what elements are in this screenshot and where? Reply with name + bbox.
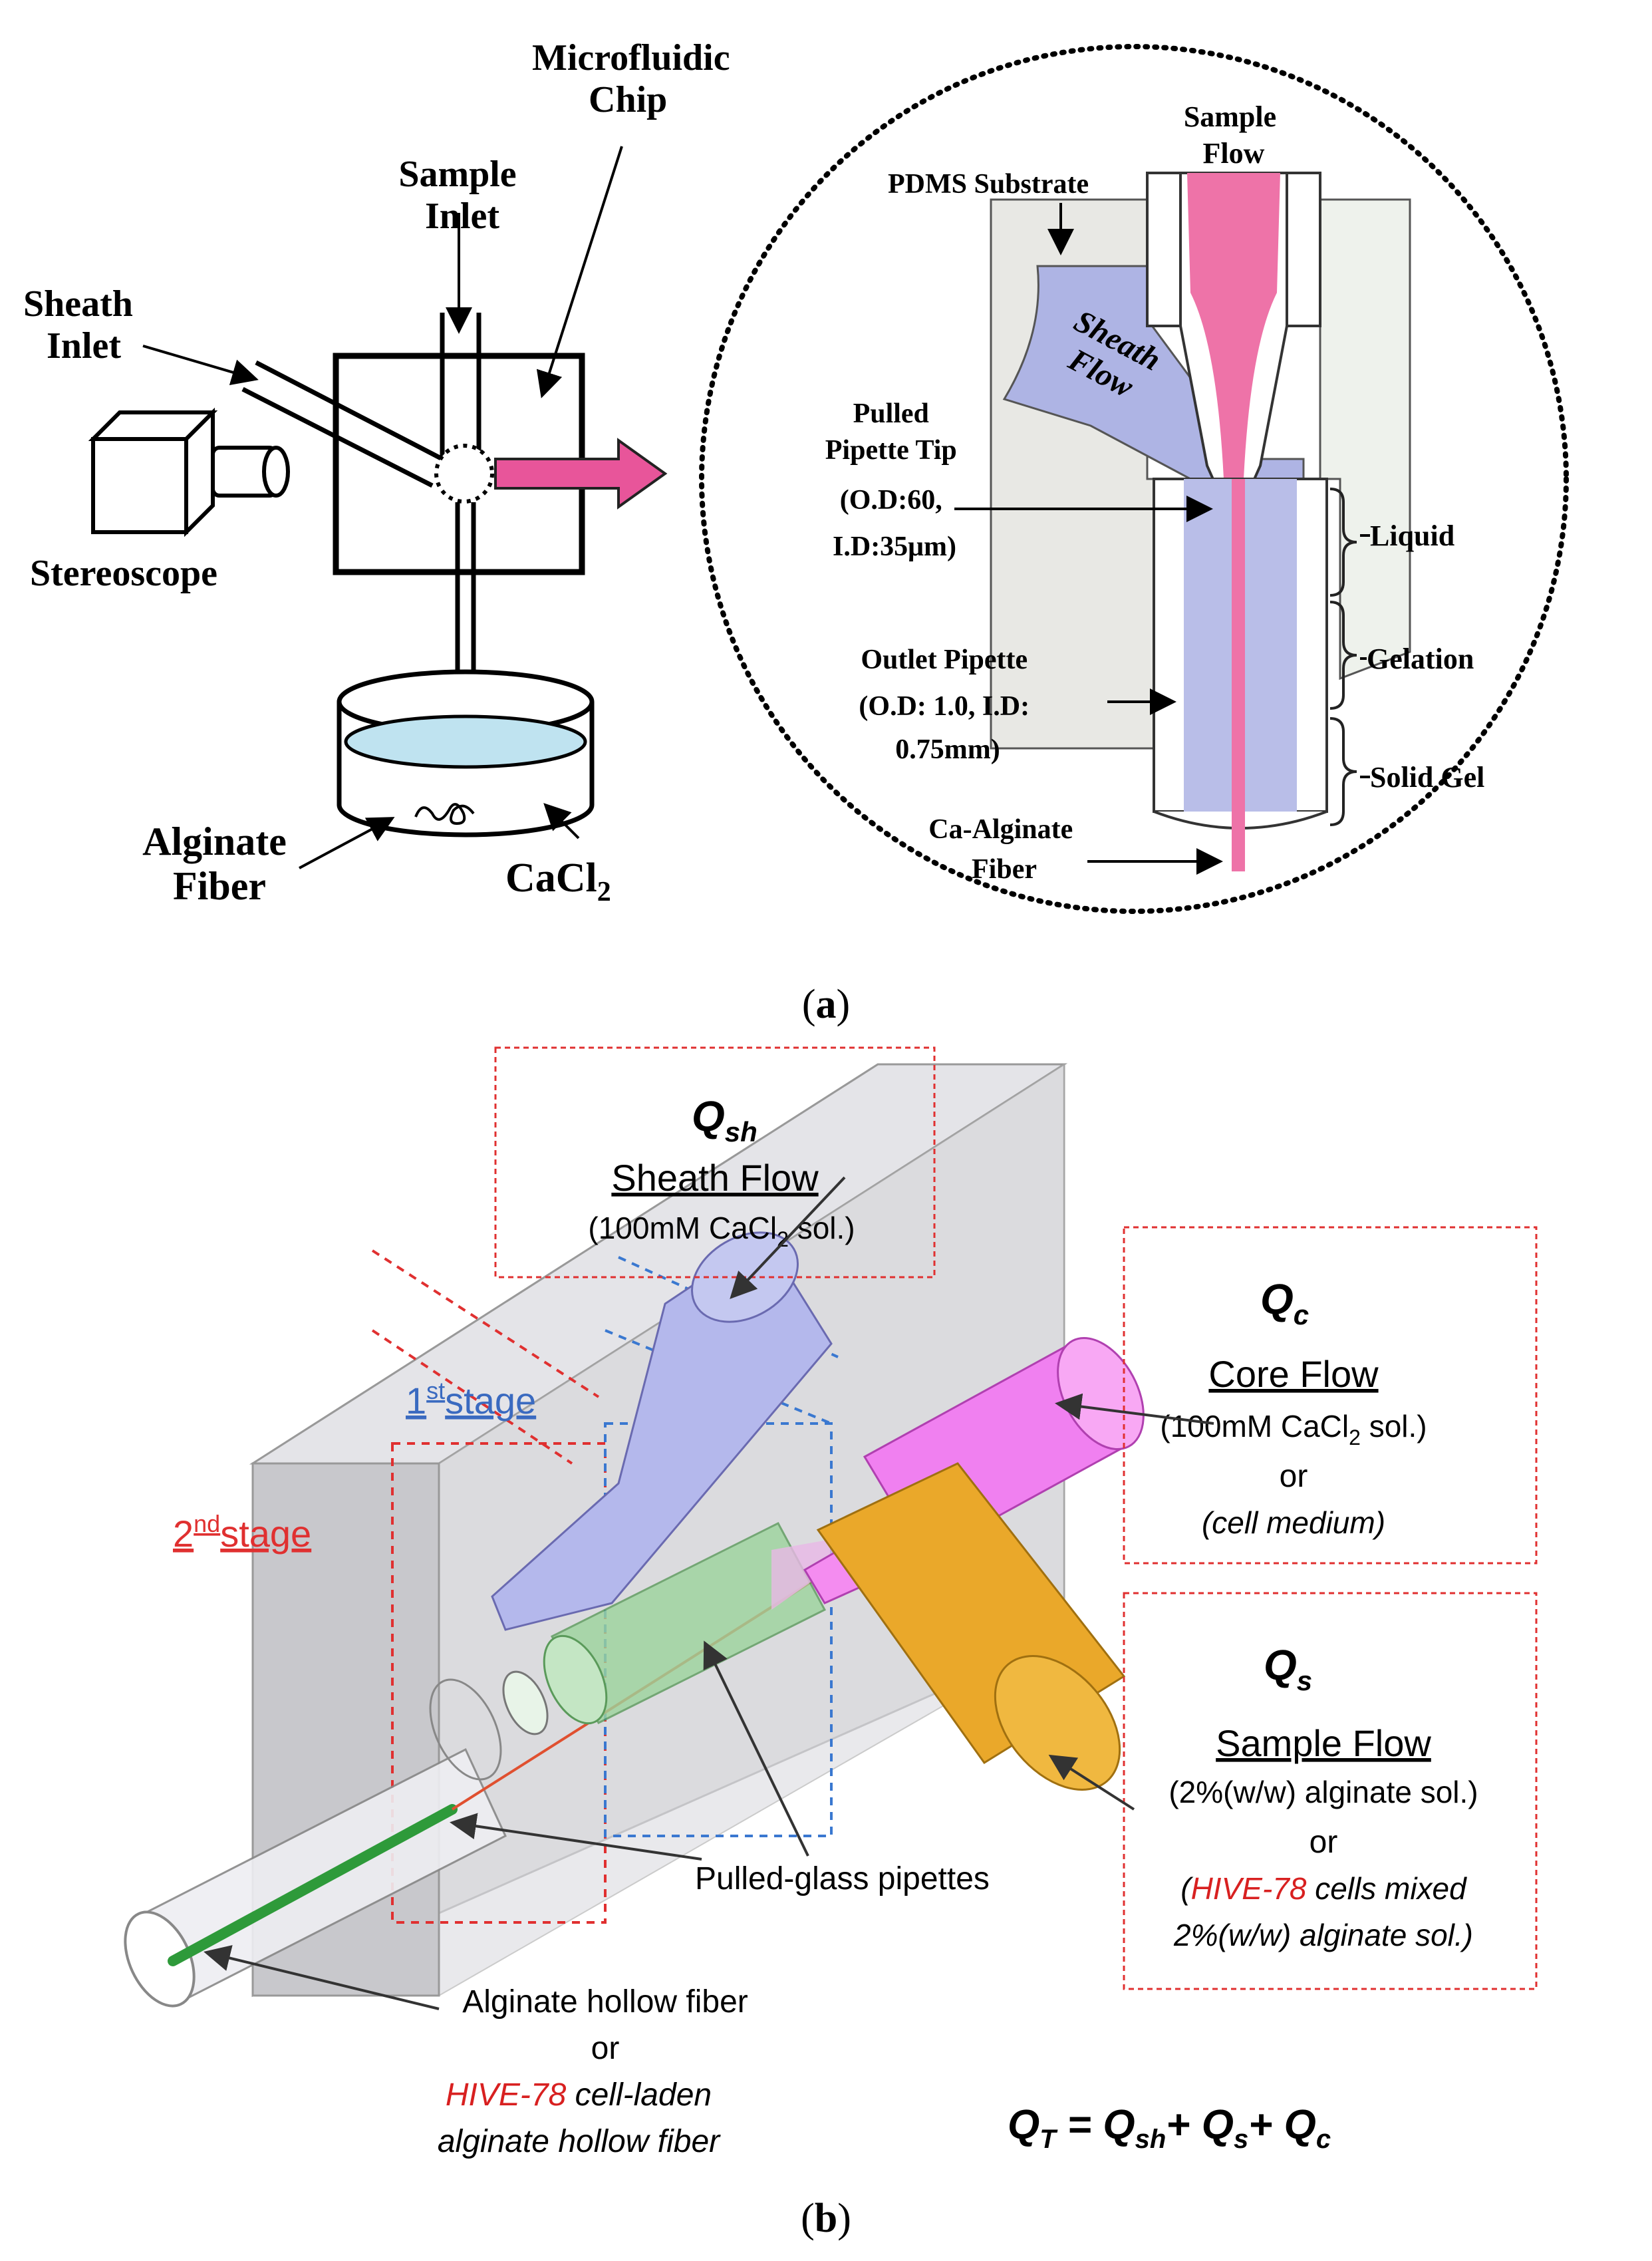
q-s-alt-line1: (HIVE-78 cells mixed (1180, 1871, 1467, 1906)
total-flow-equation: QT = Qsh+ Qs+ Qc (1008, 2102, 1331, 2154)
q-sh-box (494, 1046, 936, 1279)
liquid-label: Liquid (1370, 520, 1454, 552)
fiber-label-line4: alginate hollow fiber (438, 2124, 721, 2159)
stereoscope-label: Stereoscope (30, 553, 217, 594)
q-c-or: or (1280, 1459, 1308, 1494)
q-s-detail: (2%(w/w) alginate sol.) (1169, 1775, 1478, 1809)
q-c-detail: (100mM CaCl2 sol.) (1160, 1409, 1427, 1449)
q-s-box (1123, 1592, 1538, 1990)
q-s-or: or (1309, 1825, 1338, 1860)
panel-a-detail: Sample Flow PDMS Substrate Sheath Flow P… (699, 44, 1569, 914)
caption-b: (b) (801, 2196, 851, 2241)
pulled-glass-label: Pulled-glass pipettes (695, 1861, 990, 1896)
q-s-title: Sample Flow (1216, 1722, 1431, 1764)
ca-alginate-fiber-label: Ca-Alginate Fiber (928, 814, 1079, 885)
pink-arrow (494, 438, 668, 510)
q-sh-detail: (100mM CaCl2 sol.) (588, 1211, 855, 1251)
sheath-inlet-label: Sheath Inlet (23, 283, 142, 367)
gelation-label: Gelation (1367, 643, 1474, 675)
q-c-title: Core Flow (1208, 1353, 1379, 1395)
sample-flow-label: Sample Flow (1184, 100, 1284, 170)
sample-inlet-label: Sample Inlet (398, 154, 525, 237)
panel-b: Qsh Sheath Flow (100mM CaCl2 sol.) Qc Co… (124, 1046, 1538, 2159)
solid-gel-label: Solid Gel (1370, 761, 1484, 794)
pdms-substrate-label: PDMS Substrate (888, 169, 1089, 200)
fiber-core (1232, 479, 1245, 871)
outlet-pipette-label: Outlet Pipette (O.D: 1.0, I.D: 0.75mm) (859, 645, 1036, 765)
q-sh-symbol: Qsh (692, 1092, 757, 1147)
sheath-flow-channel (1002, 265, 1305, 480)
stage-2-label: 2ndstage (173, 1510, 311, 1555)
cacl2-label: CaCl2 (505, 855, 611, 907)
sample-flow-stream (1187, 173, 1280, 479)
stereoscope-icon (88, 407, 290, 537)
pulled-pipette-tip-label: Pulled Pipette Tip (O.D:60, I.D:35μm) (825, 398, 964, 562)
q-c-alt: (cell medium) (1202, 1505, 1385, 1540)
q-c-box (1123, 1226, 1538, 1565)
q-s-symbol: Qs (1264, 1641, 1312, 1696)
green-pipette (429, 1522, 827, 1781)
sample-flow-tube (816, 1462, 1126, 1791)
fiber-label-line1: Alginate hollow fiber (462, 1984, 748, 2020)
stage-1-label: 1ststage (406, 1377, 536, 1422)
fiber-label-line3: HIVE-78 cell-laden (446, 2077, 712, 2113)
panel-a-overview: Microfluidic Chip Sample Inlet Sheath In… (23, 37, 740, 908)
pdms-right (1319, 198, 1411, 680)
cacl2-dish (337, 669, 595, 837)
alginate-fiber-coil (414, 803, 475, 826)
stage-2-box (391, 1442, 607, 1924)
detail-circle (699, 44, 1569, 914)
fiber-label-or: or (591, 2031, 620, 2066)
caption-a: (a) (802, 982, 850, 1027)
alginate-fiber-label: Alginate Fiber (142, 820, 297, 908)
green-fiber (168, 1804, 458, 1966)
q-sh-title: Sheath Flow (611, 1157, 819, 1199)
microfluidic-chip-label: Microfluidic Chip (532, 37, 740, 120)
junction-circle (434, 444, 494, 504)
q-c-symbol: Qc (1260, 1275, 1309, 1330)
q-s-alt-line2: 2%(w/w) alginate sol.) (1173, 1918, 1473, 1952)
